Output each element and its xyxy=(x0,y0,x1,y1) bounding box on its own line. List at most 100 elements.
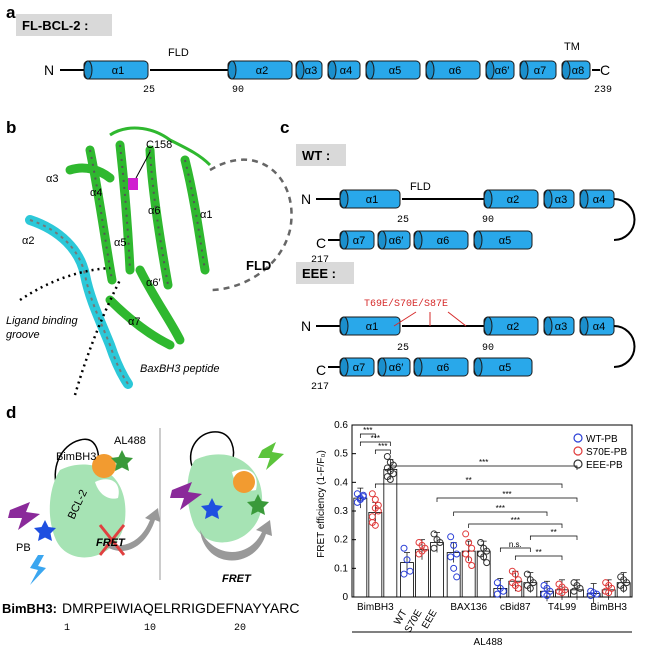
data-point xyxy=(483,559,491,567)
helix-a6-shade xyxy=(149,149,169,286)
wt-bottom-helix-2-label: α6′ xyxy=(389,235,404,247)
xtick-label: cBid87 xyxy=(500,602,531,613)
panel-a-helix-9: α8 xyxy=(561,60,591,80)
label-a4: α4 xyxy=(90,187,102,199)
data-point xyxy=(468,544,476,552)
wt-bottom-helix-4-label: α5 xyxy=(499,235,511,247)
ligand-groove-line1: Ligand binding xyxy=(6,315,78,327)
data-point xyxy=(436,539,444,547)
chart-bars xyxy=(353,459,631,604)
data-point xyxy=(450,541,458,549)
baxbh3-label: BaxBH3 peptide xyxy=(140,363,220,375)
eee-residue-217: 217 xyxy=(311,382,329,393)
wt-residue-25: 25 xyxy=(397,215,409,226)
xtick-label: BimBH3 xyxy=(357,602,394,613)
panel-a-helix-7: α6′ xyxy=(485,60,515,80)
panel-a-helix-8: α7 xyxy=(519,60,557,80)
ligand-groove-line2: groove xyxy=(6,329,40,341)
data-point xyxy=(400,570,408,578)
eee-turn-loop xyxy=(613,325,636,368)
label-a2: α2 xyxy=(22,235,34,247)
sig-bracket xyxy=(374,449,391,454)
data-point xyxy=(465,556,473,564)
panel-a-helix-9-label: α8 xyxy=(572,65,584,77)
eee-bottom-helix-3-label: α6 xyxy=(437,362,449,374)
data-point xyxy=(605,589,613,597)
helix-a1 xyxy=(180,155,210,275)
data-point xyxy=(514,576,522,584)
al488-label: AL488 xyxy=(114,435,146,447)
bimbh3-label: BimBH3 xyxy=(56,451,96,463)
data-point xyxy=(368,518,376,526)
panel-d-letter: d xyxy=(6,403,16,422)
data-point xyxy=(468,561,476,569)
label-a1: α1 xyxy=(200,209,212,221)
groove-line-1 xyxy=(19,266,111,302)
data-point xyxy=(558,589,566,597)
seq-position-1: 1 xyxy=(64,623,70,634)
fret-label-crossed: FRET xyxy=(96,537,126,549)
label-a7: α7 xyxy=(128,316,140,328)
panel-a-helix-6: α6 xyxy=(425,60,481,80)
chart-ylabel: FRET efficiency (1-F/F₀) xyxy=(316,450,327,558)
eee-mutation-label: T69E/S70E/S87E xyxy=(364,298,448,310)
wt-bottom-helix-1: α7 xyxy=(339,230,375,250)
ytick-label: 0.2 xyxy=(334,535,348,546)
panel-a-helix-3-label: α3 xyxy=(305,65,317,77)
panel-a-helix-4: α4 xyxy=(327,60,361,80)
sig-bracket xyxy=(499,547,531,552)
panel-a-tm-label: TM xyxy=(564,41,580,53)
eee-bottom-helix-3: α6 xyxy=(413,357,469,377)
eee-residue-90: 90 xyxy=(482,343,494,354)
legend-marker xyxy=(573,446,583,456)
data-point xyxy=(483,547,491,555)
eee-top-helix-4: α4 xyxy=(579,316,615,336)
data-point xyxy=(462,550,470,558)
data-point xyxy=(450,564,458,572)
protein-cartoon xyxy=(19,126,293,396)
legend-marker xyxy=(573,433,583,443)
sig-label: *** xyxy=(502,490,511,499)
data-point xyxy=(620,584,628,592)
fret-cross-2 xyxy=(98,524,126,556)
sig-label: ** xyxy=(551,528,557,537)
wt-bottom-helix-1-label: α7 xyxy=(353,235,365,247)
eee-bottom-helix-1: α7 xyxy=(339,357,375,377)
panel-a-helix-6-label: α6 xyxy=(449,65,461,77)
bimbh3-sequence: DMRPEIWIAQELRRIGDEFNAYYARC xyxy=(62,600,300,616)
data-point xyxy=(400,544,408,552)
data-point xyxy=(526,584,534,592)
xtick-label: EEE xyxy=(420,608,440,631)
sig-bracket xyxy=(468,523,563,528)
fld-dashed-loop xyxy=(209,158,293,292)
data-point xyxy=(383,453,391,461)
data-point xyxy=(359,491,367,499)
wt-bottom-helix-3-label: α6 xyxy=(437,235,449,247)
label-a6prime: α6′ xyxy=(146,277,161,289)
wt-bottom-helix-3: α6 xyxy=(413,230,469,250)
pb-label: PB xyxy=(16,542,31,554)
ytick-label: 0.4 xyxy=(334,477,348,488)
ytick-label: 0 xyxy=(342,592,348,603)
data-point xyxy=(480,553,488,561)
eee-n-terminus: N xyxy=(301,318,311,334)
al488-group-label: AL488 xyxy=(474,637,503,647)
panel-a-letter: a xyxy=(6,3,16,22)
wt-fld-label: FLD xyxy=(410,181,431,193)
label-a3: α3 xyxy=(46,173,58,185)
eee-mutation-pointer-3 xyxy=(447,311,467,327)
wt-c-terminus: C xyxy=(316,235,326,251)
helix-a4 xyxy=(85,145,117,285)
data-point xyxy=(511,570,519,578)
wt-bottom-helix-2: α6′ xyxy=(377,230,411,250)
data-point xyxy=(623,579,631,587)
eee-title: EEE : xyxy=(302,266,336,281)
data-point xyxy=(353,490,361,498)
pb-star-right xyxy=(201,498,223,519)
sig-label: *** xyxy=(496,504,505,513)
data-point xyxy=(477,539,485,547)
